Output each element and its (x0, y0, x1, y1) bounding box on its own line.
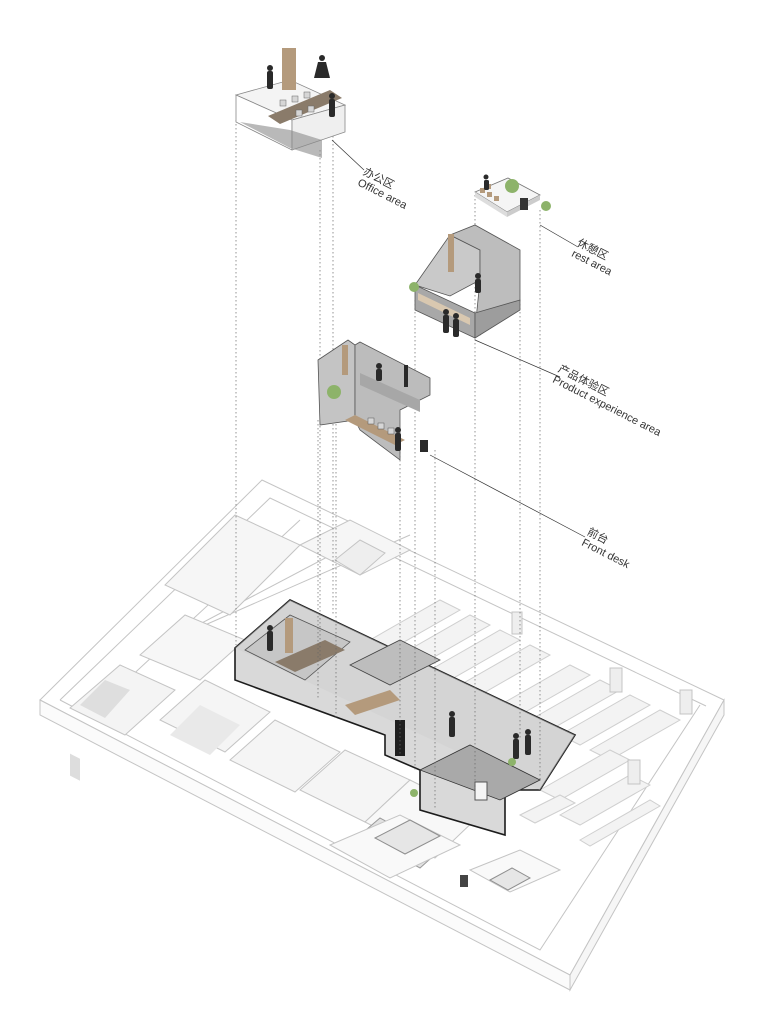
module-rest-area (474, 174, 551, 217)
module-rest-pods (409, 224, 521, 339)
projection-lines (235, 120, 541, 810)
base-floor-plan (39, 479, 725, 992)
callout-lines (331, 139, 586, 538)
module-product-experience (317, 339, 431, 461)
module-office-area (234, 48, 347, 158)
